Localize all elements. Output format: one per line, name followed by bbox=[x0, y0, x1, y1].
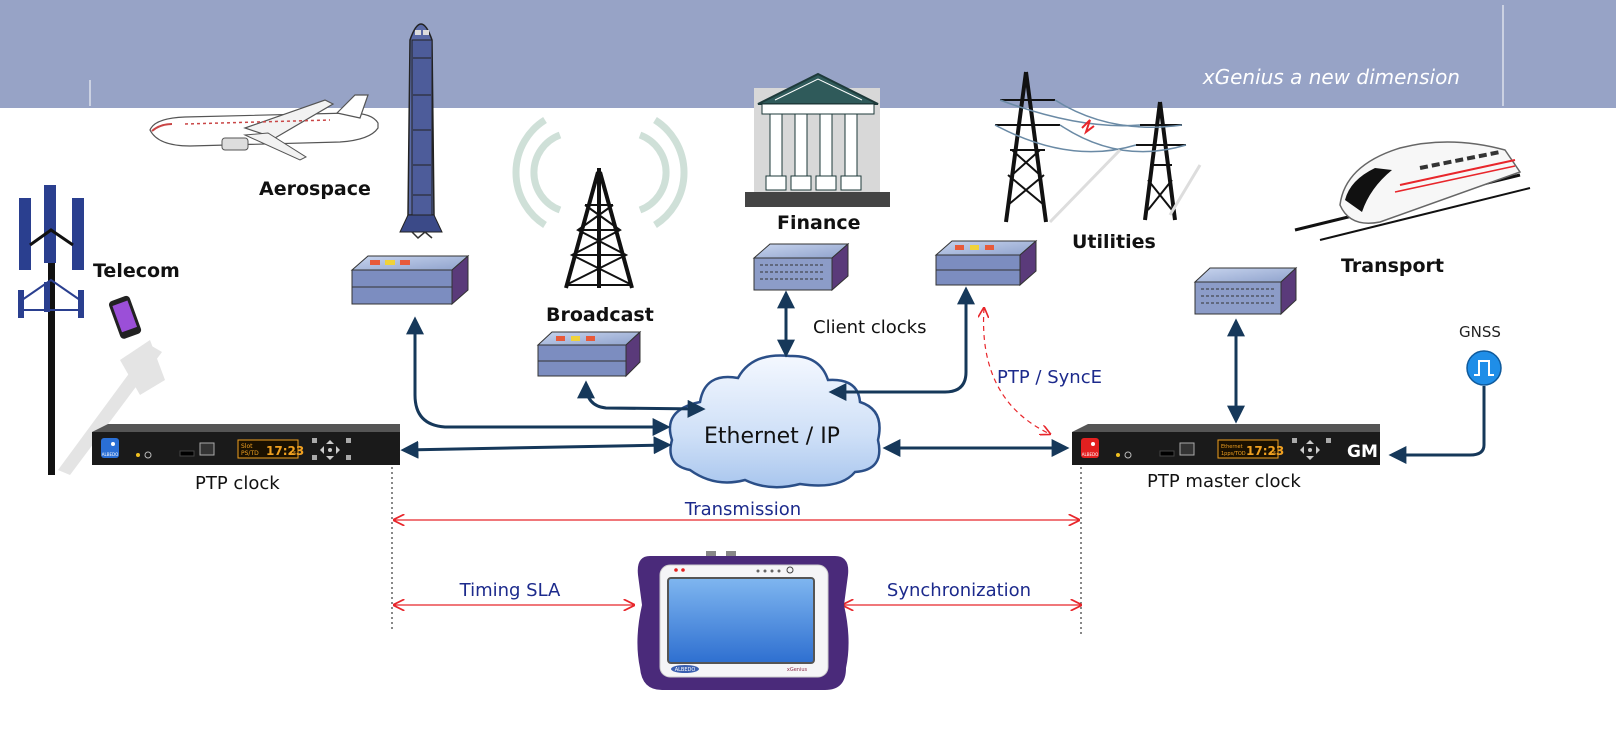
ptp-clock-display-line2: PS/TD bbox=[241, 450, 259, 457]
ptp-master-display-time: 17:23 bbox=[1246, 444, 1284, 458]
client-clock-finance bbox=[752, 242, 850, 292]
gnss-pulse-icon bbox=[1466, 350, 1502, 386]
ptp-synce-link bbox=[984, 308, 1050, 434]
synchronization-label: Synchronization bbox=[887, 580, 1031, 601]
smartphone-icon bbox=[109, 295, 142, 339]
client-clock-broadcast bbox=[536, 330, 642, 378]
train-icon bbox=[1294, 141, 1531, 241]
transmission-label: Transmission bbox=[684, 499, 801, 520]
timing-sla-label: Timing SLA bbox=[459, 580, 561, 601]
ptp-master-display-line1: Ethernet bbox=[1221, 444, 1243, 450]
ptp-clock-brand: ALBEDO bbox=[102, 452, 118, 457]
client-clocks-label: Client clocks bbox=[813, 317, 926, 338]
gnss-label: GNSS bbox=[1459, 323, 1501, 341]
cloud-label: Ethernet / IP bbox=[704, 424, 840, 449]
ptp-clock-caption: PTP clock bbox=[195, 473, 280, 494]
telecom-label: Telecom bbox=[93, 260, 180, 282]
ptp-master-clock-device: ALBEDO Ethernet 1pps/TOD 17:23 55 GM bbox=[1072, 424, 1380, 465]
ptp-master-display-sec: 55 bbox=[1270, 451, 1276, 457]
network-links bbox=[400, 286, 1486, 464]
tester-brand: ALBEDO bbox=[675, 667, 696, 673]
rocket-icon bbox=[399, 23, 443, 240]
grandmaster-badge: GM bbox=[1347, 442, 1378, 462]
airplane-icon bbox=[149, 94, 379, 161]
broadcast-label: Broadcast bbox=[546, 304, 654, 326]
finance-label: Finance bbox=[777, 212, 861, 234]
ethernet-cloud: Ethernet / IP bbox=[668, 354, 881, 489]
xgenius-tester-device: ALBEDO xGenius bbox=[637, 551, 849, 690]
ptp-clock-display-sec: 55 bbox=[290, 451, 296, 457]
header-tagline: xGenius a new dimension bbox=[1202, 65, 1460, 89]
telecom-tower-icon bbox=[18, 185, 165, 475]
ptp-master-display-line2: 1pps/TOD bbox=[1221, 451, 1246, 457]
aerospace-label: Aerospace bbox=[259, 178, 371, 200]
ptp-master-brand: ALBEDO bbox=[1082, 452, 1098, 457]
ptp-clock-display-line1: Slot bbox=[241, 443, 253, 450]
ptp-synce-label: PTP / SyncE bbox=[997, 367, 1102, 388]
utilities-label: Utilities bbox=[1072, 231, 1156, 253]
client-clock-utilities bbox=[934, 239, 1038, 287]
broadcast-tower-icon bbox=[512, 117, 688, 289]
bank-building-icon bbox=[745, 72, 890, 207]
transport-label: Transport bbox=[1341, 255, 1444, 277]
power-pylon-icon bbox=[994, 71, 1202, 224]
tester-model: xGenius bbox=[787, 667, 808, 673]
ptp-clock-display-time: 17:23 bbox=[266, 444, 304, 458]
measurement-arrows bbox=[394, 520, 1081, 605]
client-clock-aerospace bbox=[350, 254, 470, 306]
ptp-master-clock-caption: PTP master clock bbox=[1147, 471, 1301, 492]
ptp-clock-device: ALBEDO Slot PS/TD 17:23 55 bbox=[92, 424, 400, 465]
client-clock-transport bbox=[1193, 266, 1298, 316]
